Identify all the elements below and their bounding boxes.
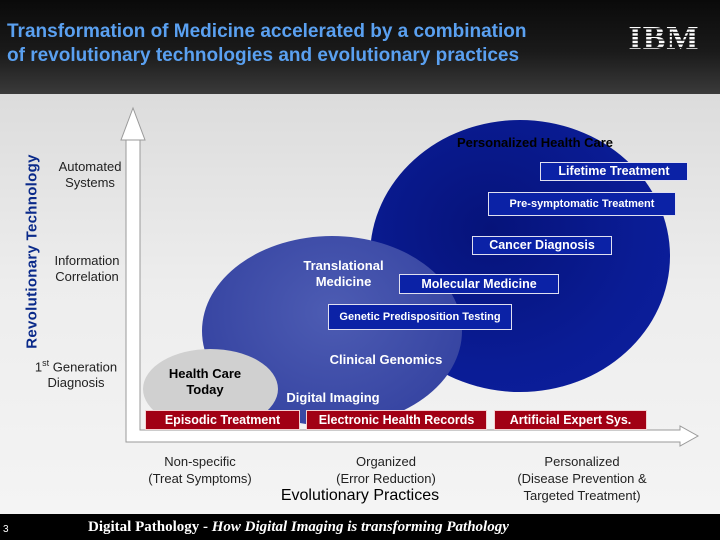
- x-category-non-specific: Non-specific(Treat Symptoms): [148, 454, 252, 486]
- y-level-first-generation-diagnosis: 1st Generation Diagnosis: [34, 358, 118, 391]
- cancer-diagnosis-box: Cancer Diagnosis: [472, 236, 612, 255]
- presymptomatic-treatment-box: Pre-symptomatic Treatment: [488, 192, 676, 216]
- page-number: 3: [3, 524, 9, 535]
- footer-bar: [0, 514, 720, 540]
- electronic-health-records-box: Electronic Health Records: [306, 410, 487, 430]
- episodic-treatment-box: Episodic Treatment: [145, 410, 300, 430]
- artificial-expert-systems-box: Artificial Expert Sys.: [494, 410, 647, 430]
- molecular-medicine-box: Molecular Medicine: [399, 274, 559, 294]
- lifetime-treatment-box: Lifetime Treatment: [540, 162, 688, 181]
- footer-caption: Digital Pathology - How Digital Imaging …: [88, 519, 509, 535]
- title-line-2: of revolutionary technologies and evolut…: [7, 45, 520, 66]
- y-axis-label: Revolutionary Technology: [23, 154, 41, 349]
- axes-arrows: [125, 139, 700, 447]
- genetic-predisposition-testing-box: Genetic Predisposition Testing: [328, 304, 512, 330]
- header-bar: [0, 0, 720, 94]
- y-arrow-head: [120, 106, 146, 141]
- clinical-genomics-label: Clinical Genomics: [329, 352, 443, 367]
- x-category-personalized: Personalized(Disease Prevention &Targete…: [517, 454, 647, 503]
- ibm-logo-text: IBM: [629, 22, 700, 52]
- x-axis-label: Evolutionary Practices: [280, 487, 440, 504]
- slide-title: Transformation of Medicine accelerated b…: [7, 20, 607, 68]
- x-category-organized: Organized(Error Reduction): [336, 454, 436, 486]
- title-line-1: Transformation of Medicine accelerated b…: [7, 21, 527, 42]
- digital-imaging-label: Digital Imaging: [286, 390, 380, 405]
- personalized-health-care-label: Personalized Health Care: [456, 135, 614, 150]
- ibm-logo: IBM: [629, 22, 700, 52]
